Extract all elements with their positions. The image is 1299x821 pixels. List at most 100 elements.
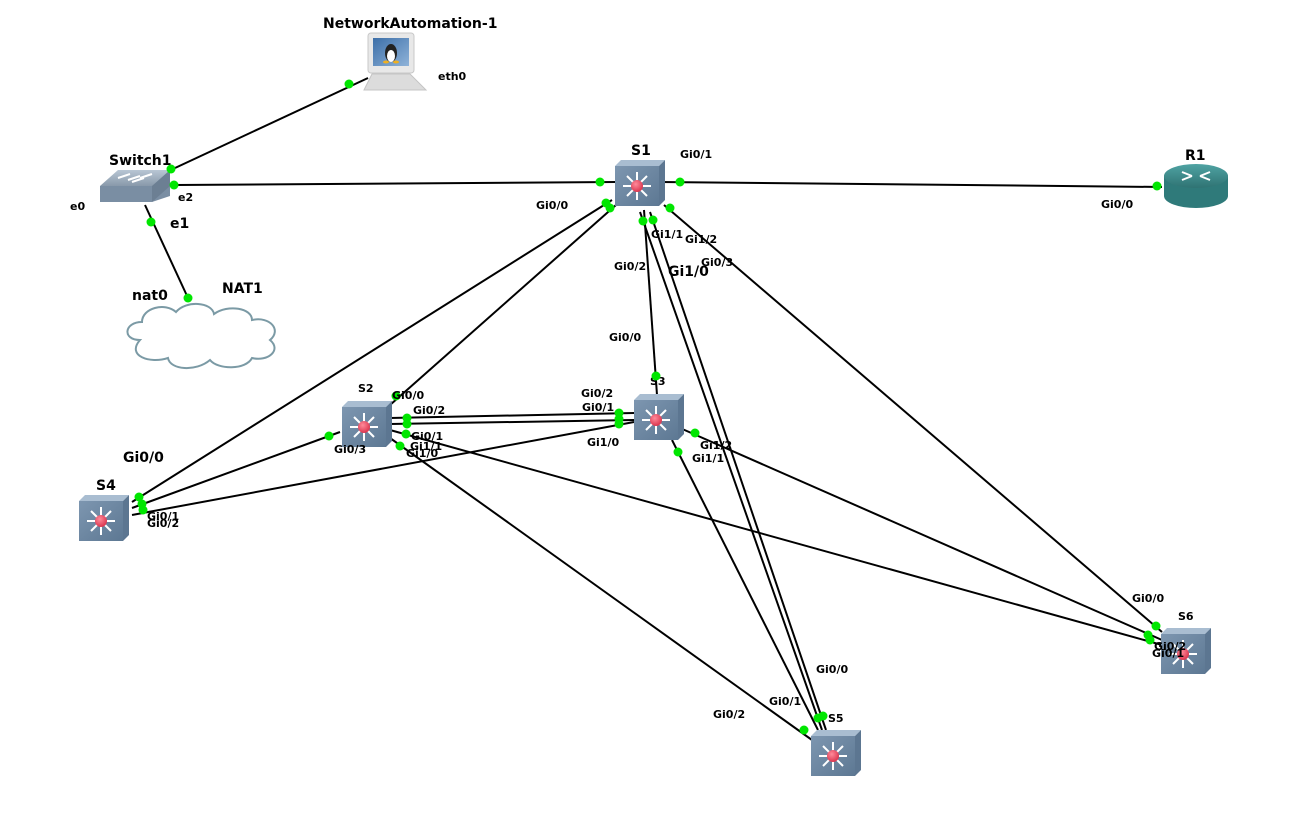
port-label: Gi0/0 bbox=[1101, 198, 1133, 211]
multilayer-switch-icon bbox=[811, 730, 861, 776]
port-label: Gi0/0 bbox=[816, 663, 848, 676]
port-label: Gi0/0 bbox=[609, 331, 641, 344]
multilayer-switch-icon bbox=[1161, 628, 1211, 674]
port-status-dot bbox=[648, 215, 658, 225]
port-status-dot bbox=[401, 429, 411, 439]
port-status-dot bbox=[673, 447, 683, 457]
port-label: Gi1/2 bbox=[700, 439, 732, 452]
port-label: Gi1/1 bbox=[651, 228, 683, 241]
links-layer bbox=[131, 77, 1163, 741]
multilayer-switch-icon bbox=[615, 160, 665, 206]
port-label: Gi1/1 bbox=[692, 452, 724, 465]
port-label: Gi0/1 bbox=[147, 510, 179, 523]
port-status-dot bbox=[1151, 621, 1161, 631]
node-s2[interactable]: S2 bbox=[342, 382, 392, 447]
port-label: Gi0/2 bbox=[413, 404, 445, 417]
port-label: Gi0/2 bbox=[1154, 640, 1186, 653]
port-status-dot bbox=[605, 203, 615, 213]
link-s2-s4[interactable] bbox=[131, 431, 341, 509]
port-label: Gi0/3 bbox=[701, 256, 733, 269]
port-label: Gi0/1 bbox=[411, 430, 443, 443]
port-status-dot bbox=[138, 505, 148, 515]
port-labels-layer: eth0 e0 e1 e2 nat0 Gi0/0 Gi0/1 Gi0/2 Gi1… bbox=[70, 70, 1186, 721]
node-label: S4 bbox=[96, 478, 116, 494]
link-s2-s3-b[interactable] bbox=[389, 419, 635, 425]
node-label: NetworkAutomation-1 bbox=[323, 16, 497, 32]
link-s1-s5-b[interactable] bbox=[639, 211, 823, 731]
port-label: e1 bbox=[170, 216, 189, 232]
port-label: nat0 bbox=[132, 288, 168, 304]
port-status-dot bbox=[183, 293, 193, 303]
port-status-dot bbox=[690, 428, 700, 438]
port-status-dot bbox=[402, 419, 412, 429]
link-s2-s5[interactable] bbox=[389, 437, 813, 741]
link-switch1-s1[interactable] bbox=[174, 181, 617, 186]
node-label: R1 bbox=[1185, 148, 1206, 164]
port-label: Gi0/0 bbox=[536, 199, 568, 212]
link-s1-s5[interactable] bbox=[649, 211, 827, 731]
port-label: eth0 bbox=[438, 70, 467, 83]
link-s1-s3[interactable] bbox=[643, 209, 658, 396]
port-label: Gi0/0 bbox=[123, 450, 164, 466]
link-s1-r1[interactable] bbox=[659, 181, 1163, 188]
node-label: S1 bbox=[631, 143, 651, 159]
port-label: Gi1/2 bbox=[685, 233, 717, 246]
link-s1-s4[interactable] bbox=[131, 199, 613, 503]
port-label: Gi0/1 bbox=[1152, 647, 1184, 660]
multilayer-switch-icon bbox=[79, 495, 129, 541]
ethernet-switch-icon bbox=[100, 170, 170, 202]
link-s3-s5[interactable] bbox=[671, 439, 819, 731]
link-s3-s4[interactable] bbox=[131, 421, 635, 516]
port-label: Gi1/0 bbox=[587, 436, 619, 449]
port-status-dot bbox=[1145, 635, 1155, 645]
port-label: Gi0/0 bbox=[1132, 592, 1164, 605]
link-s2-s3-a[interactable] bbox=[389, 412, 635, 419]
node-label: S5 bbox=[828, 712, 844, 725]
port-label: Gi0/2 bbox=[147, 517, 179, 530]
link-s1-s2[interactable] bbox=[389, 204, 617, 406]
node-s1[interactable]: S1 bbox=[615, 143, 665, 206]
linux-computer-icon bbox=[363, 32, 428, 91]
node-switch1[interactable]: Switch1 bbox=[100, 153, 172, 202]
node-label: S6 bbox=[1178, 610, 1194, 623]
link-s2-s6[interactable] bbox=[389, 429, 1163, 646]
port-status-dot bbox=[675, 177, 685, 187]
node-nat1[interactable]: NAT1 bbox=[126, 281, 276, 369]
port-label: e0 bbox=[70, 200, 85, 213]
port-label: Gi1/0 bbox=[406, 447, 438, 460]
port-label: Gi0/1 bbox=[582, 401, 614, 414]
node-s6[interactable]: S6 bbox=[1161, 610, 1211, 674]
port-label: Gi0/1 bbox=[769, 695, 801, 708]
port-status-dot bbox=[665, 203, 675, 213]
port-status-dot bbox=[595, 177, 605, 187]
node-s4[interactable]: S4 bbox=[79, 478, 129, 541]
port-label: Gi0/2 bbox=[581, 387, 613, 400]
link-netauto-switch1[interactable] bbox=[174, 77, 369, 169]
multilayer-switch-icon bbox=[634, 394, 684, 440]
port-status-dot bbox=[324, 431, 334, 441]
port-status-dot bbox=[651, 371, 661, 381]
port-label: Gi1/0 bbox=[668, 264, 709, 280]
port-status-dot bbox=[146, 217, 156, 227]
port-status-dot bbox=[134, 492, 144, 502]
port-status-dot bbox=[395, 441, 405, 451]
link-s3-s6[interactable] bbox=[679, 427, 1163, 641]
node-networkautomation-1[interactable]: NetworkAutomation-1 bbox=[323, 16, 497, 91]
port-status-dot bbox=[391, 391, 401, 401]
port-status-dot bbox=[638, 216, 648, 226]
port-status-dot bbox=[344, 79, 354, 89]
port-status-dot bbox=[1152, 181, 1162, 191]
port-status-dot bbox=[166, 164, 176, 174]
link-s1-s6[interactable] bbox=[663, 204, 1163, 633]
cloud-icon bbox=[126, 303, 276, 369]
port-status-dot bbox=[614, 419, 624, 429]
node-s5[interactable]: S5 bbox=[811, 712, 861, 776]
node-r1[interactable]: R1 bbox=[1164, 148, 1228, 208]
port-label: Gi0/1 bbox=[680, 148, 712, 161]
node-s3[interactable]: S3 bbox=[634, 375, 684, 440]
port-label: Gi0/2 bbox=[614, 260, 646, 273]
router-icon bbox=[1164, 164, 1228, 208]
port-label: Gi0/2 bbox=[713, 708, 745, 721]
node-label: S2 bbox=[358, 382, 374, 395]
